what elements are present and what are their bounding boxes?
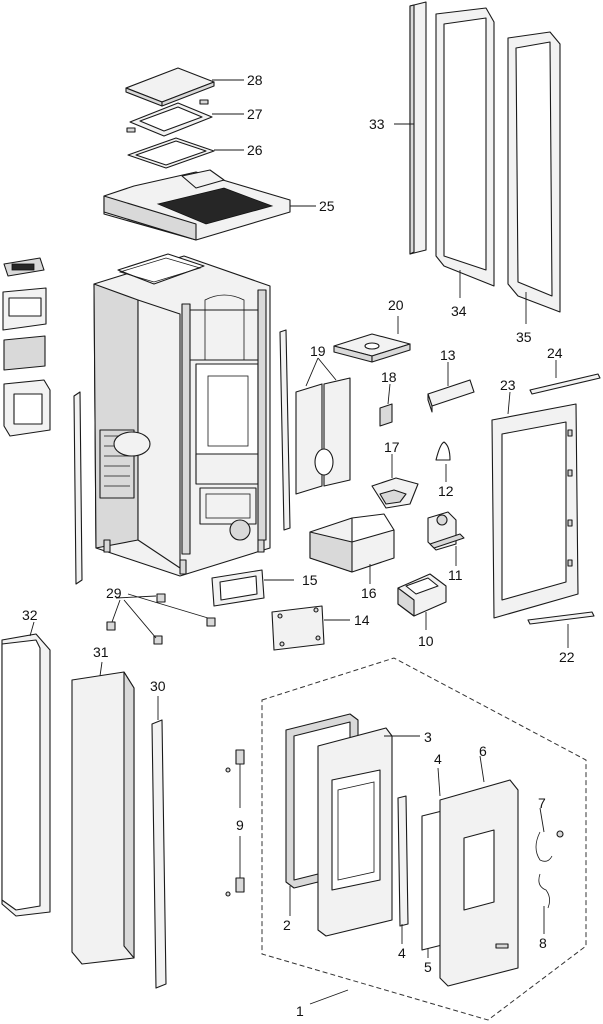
callout-1: 1 (296, 1003, 304, 1019)
callout-33: 33 (369, 116, 385, 132)
callout-12: 12 (438, 483, 454, 499)
part-22-bar (527, 611, 595, 625)
callout-25: 25 (319, 198, 335, 214)
callout-26: 26 (247, 142, 263, 158)
callout-14: 14 (354, 612, 370, 628)
control-panel-parts (2, 257, 51, 437)
callout-6: 6 (479, 743, 487, 759)
callout-16: 16 (361, 585, 377, 601)
callout-10: 10 (418, 633, 434, 649)
part-15-gasket-frame (211, 569, 265, 607)
callout-4-lower: 4 (398, 945, 406, 961)
part-12-flap (435, 441, 451, 461)
callout-30: 30 (150, 678, 166, 694)
part-16-ash-drawer (309, 513, 395, 573)
callout-13: 13 (440, 347, 456, 363)
part-7-handle (535, 830, 564, 862)
part-29-feet (106, 593, 216, 645)
part-17-basket (371, 477, 419, 509)
callout-11: 11 (448, 567, 463, 583)
part-11-burner-unit (427, 511, 465, 551)
callout-23: 23 (500, 377, 516, 393)
part-33-rail (409, 1, 427, 255)
callout-31: 31 (93, 644, 109, 660)
part-32-panel (1, 633, 51, 917)
callout-20: 20 (388, 297, 404, 313)
part-8-spring (538, 873, 550, 909)
callout-15: 15 (302, 572, 318, 588)
callout-28: 28 (247, 72, 263, 88)
part-6-outer-door (439, 779, 519, 987)
callout-8: 8 (539, 935, 547, 951)
part-10-box (397, 573, 447, 617)
part-13-bracket (427, 379, 475, 413)
callout-35: 35 (516, 329, 532, 345)
callout-17: 17 (384, 439, 400, 455)
callout-4-upper: 4 (434, 751, 442, 767)
callout-34: 34 (451, 303, 467, 319)
stove-main-body (93, 253, 271, 577)
part-19-insulation-panels (295, 377, 351, 495)
callout-labels: 1 2 3 4 4 5 6 7 8 9 10 11 12 13 14 15 16… (22, 72, 575, 1019)
callout-18: 18 (381, 369, 397, 385)
door-assembly-boundary (261, 657, 587, 1021)
callout-2: 2 (283, 917, 291, 933)
part-30-rail (151, 719, 167, 989)
callout-19: 19 (310, 343, 326, 359)
callout-9: 9 (236, 817, 244, 833)
part-26-gasket (127, 137, 215, 169)
part-14-cover-plate (271, 605, 325, 651)
part-35-side-panel (507, 31, 561, 313)
part-4-door-rail (397, 795, 409, 927)
callout-27: 27 (247, 106, 263, 122)
part-18-bracket (379, 403, 393, 427)
part-3-inner-door (317, 727, 393, 937)
part-25-top-grille (103, 169, 291, 241)
part-34-side-panel (435, 7, 495, 287)
callout-3: 3 (424, 729, 432, 745)
callout-7: 7 (538, 795, 546, 811)
callout-32: 32 (22, 607, 38, 623)
body-side-rails (73, 329, 291, 585)
part-31-panel (71, 671, 135, 965)
callout-29: 29 (106, 585, 122, 601)
part-20-plate (333, 333, 411, 363)
part-24-bar (529, 373, 601, 395)
leader-lines (29, 79, 569, 1005)
callout-5: 5 (424, 959, 432, 975)
part-28-top-plate (125, 67, 215, 107)
callout-22: 22 (559, 649, 575, 665)
part-27-frame (126, 99, 213, 137)
part-23-front-frame (491, 403, 579, 619)
callout-24: 24 (547, 345, 563, 361)
